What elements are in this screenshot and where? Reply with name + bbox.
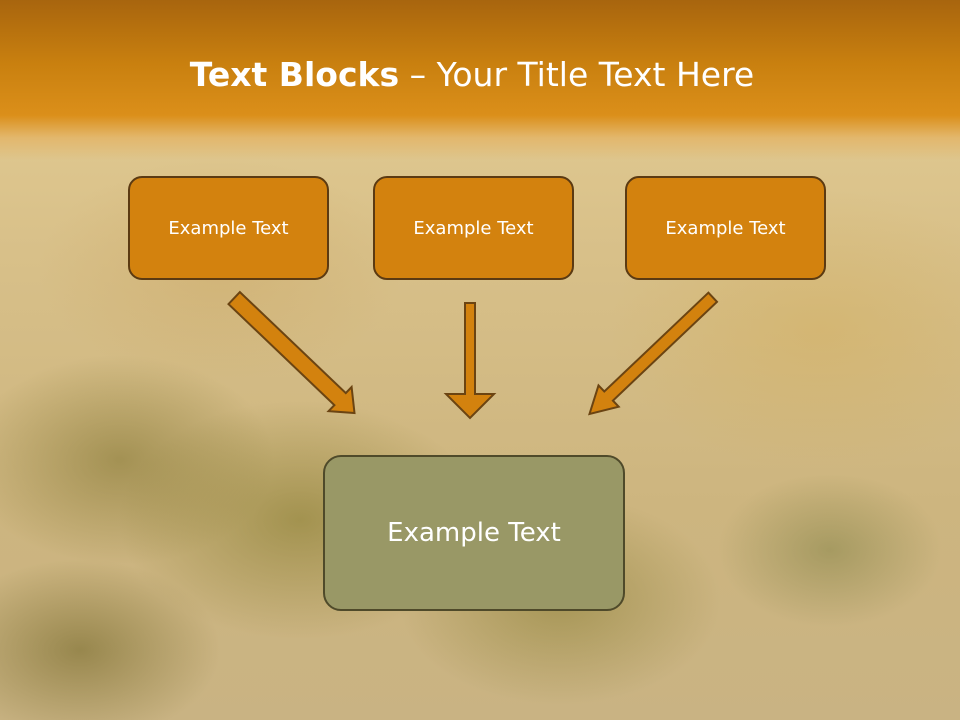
text-block-top-center[interactable]: Example Text — [373, 176, 574, 280]
title-banner — [0, 0, 960, 160]
text-block-top-left-label: Example Text — [168, 217, 289, 239]
text-block-bottom[interactable]: Example Text — [323, 455, 625, 611]
text-block-top-right[interactable]: Example Text — [625, 176, 826, 280]
slide-title[interactable]: Text Blocks – Your Title Text Here — [0, 52, 944, 98]
text-block-bottom-label: Example Text — [387, 518, 561, 548]
title-rest: – Your Title Text Here — [409, 55, 755, 94]
arrow-center[interactable] — [443, 302, 497, 420]
arrow-right[interactable] — [588, 291, 719, 416]
text-block-top-right-label: Example Text — [665, 217, 786, 239]
title-bold-part: Text Blocks — [189, 55, 400, 94]
text-block-top-center-label: Example Text — [413, 217, 534, 239]
arrow-left[interactable] — [227, 290, 356, 415]
text-block-top-left[interactable]: Example Text — [128, 176, 329, 280]
